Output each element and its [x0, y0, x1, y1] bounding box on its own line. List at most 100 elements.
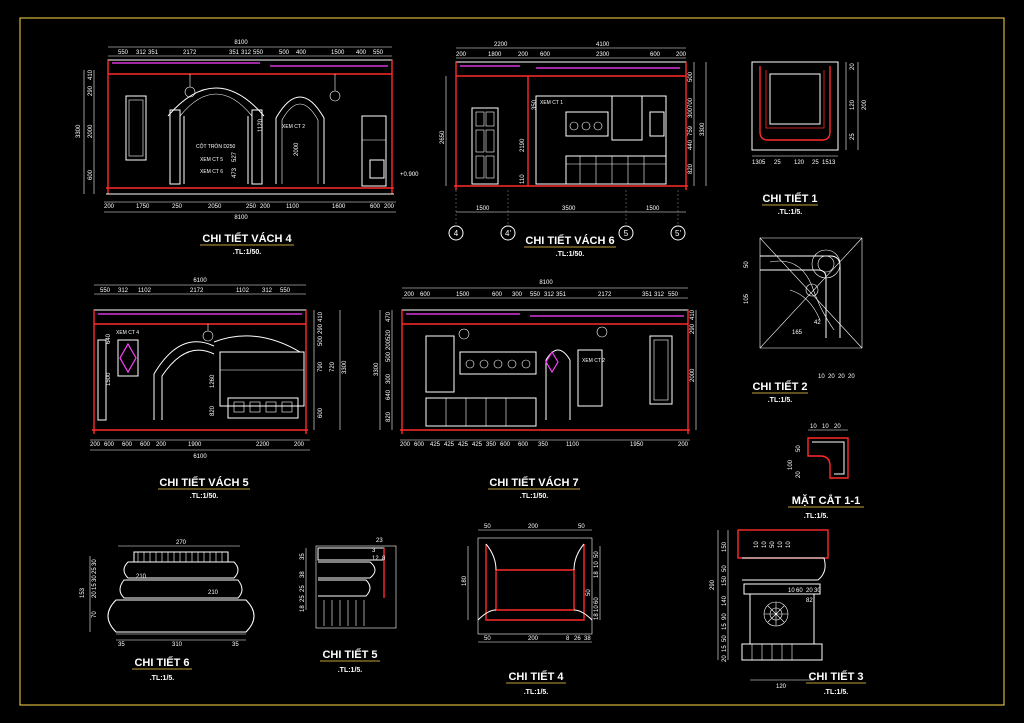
svg-text:550: 550: [530, 292, 541, 298]
svg-text:425: 425: [430, 442, 441, 448]
svg-text:200: 200: [678, 442, 689, 448]
svg-text:350: 350: [486, 442, 497, 448]
svg-text:35: 35: [118, 642, 125, 648]
svg-text:105: 105: [744, 293, 750, 304]
svg-text:30: 30: [92, 575, 98, 582]
svg-text:1100: 1100: [566, 442, 580, 448]
svg-text:312: 312: [241, 50, 252, 56]
svg-text:20: 20: [850, 63, 856, 70]
svg-text:1305: 1305: [752, 160, 766, 166]
svg-text:440: 440: [688, 139, 694, 150]
svg-text:140: 140: [722, 595, 728, 606]
svg-text:50: 50: [744, 261, 750, 268]
svg-text:3500: 3500: [562, 206, 576, 212]
svg-text:1100: 1100: [286, 204, 300, 210]
ct3-title: CHI TIẾT 3: [808, 670, 863, 683]
vach6-grid-axes: 4 4' 5 5': [448, 190, 686, 241]
ct1-title: CHI TIẾT 1: [762, 192, 817, 205]
svg-text:10: 10: [810, 424, 817, 430]
svg-text:500: 500: [318, 335, 324, 346]
svg-text:1500: 1500: [331, 50, 345, 56]
svg-text:38: 38: [584, 636, 591, 642]
svg-text:2190: 2190: [520, 138, 526, 152]
svg-text:1102: 1102: [138, 288, 152, 294]
svg-text:290: 290: [318, 323, 324, 334]
svg-text:600: 600: [104, 442, 115, 448]
svg-text:6100: 6100: [193, 278, 207, 284]
svg-text:153: 153: [80, 587, 86, 598]
svg-text:8: 8: [382, 556, 386, 562]
svg-text:310: 310: [172, 642, 183, 648]
svg-text:200: 200: [456, 52, 467, 58]
svg-text:35: 35: [300, 553, 306, 560]
svg-text:50: 50: [722, 635, 728, 642]
svg-text:3: 3: [372, 548, 376, 554]
svg-text:50: 50: [770, 541, 776, 548]
svg-text:720: 720: [330, 361, 336, 372]
svg-text:18: 18: [594, 613, 600, 620]
svg-text:1500: 1500: [106, 372, 112, 386]
ct5-title: CHI TIẾT 5: [322, 648, 377, 661]
svg-text:500: 500: [386, 351, 392, 362]
svg-text:550: 550: [668, 292, 679, 298]
svg-text:351: 351: [642, 292, 653, 298]
svg-text:640: 640: [106, 333, 112, 344]
svg-text:312: 312: [654, 292, 665, 298]
svg-text:1600: 1600: [332, 204, 346, 210]
svg-text:50: 50: [796, 445, 802, 452]
svg-text:5: 5: [624, 229, 629, 238]
svg-text:820: 820: [386, 411, 392, 422]
svg-text:60: 60: [594, 597, 600, 604]
svg-text:5': 5': [675, 229, 681, 238]
svg-text:600: 600: [370, 204, 381, 210]
svg-text:50: 50: [578, 524, 585, 530]
svg-text:425: 425: [458, 442, 469, 448]
svg-text:312: 312: [118, 288, 129, 294]
svg-text:2172: 2172: [183, 50, 197, 56]
view-vach-7: 8100 200 600 1500 600 300 550 312 351 21…: [374, 280, 697, 500]
svg-text:700: 700: [688, 97, 694, 108]
svg-text:200: 200: [676, 52, 687, 58]
svg-text:473: 473: [232, 167, 238, 178]
svg-text:600: 600: [140, 442, 151, 448]
svg-text:200: 200: [156, 442, 167, 448]
svg-text:200: 200: [384, 204, 395, 210]
svg-text:250: 250: [246, 204, 257, 210]
svg-text:6100: 6100: [193, 454, 207, 460]
svg-text:35: 35: [232, 642, 239, 648]
svg-text:300: 300: [512, 292, 523, 298]
svg-text:200: 200: [400, 442, 411, 448]
svg-text:30: 30: [814, 588, 821, 594]
svg-text:2000: 2000: [690, 368, 696, 382]
vach7-title: CHI TIẾT VÁCH 7: [489, 476, 578, 489]
svg-text:3300: 3300: [76, 124, 82, 138]
svg-text:350: 350: [532, 99, 538, 110]
svg-text:210: 210: [136, 574, 147, 580]
vach4-note-ct5: XEM CT 5: [200, 157, 223, 163]
vach7-scale: .TL:1/50.: [520, 493, 548, 500]
svg-text:1260: 1260: [210, 374, 216, 388]
svg-text:25: 25: [774, 160, 781, 166]
svg-text:600: 600: [122, 442, 133, 448]
svg-text:600: 600: [414, 442, 425, 448]
svg-text:70: 70: [92, 611, 98, 618]
svg-text:200: 200: [404, 292, 415, 298]
ct2-title: CHI TIẾT 2: [752, 380, 807, 393]
svg-text:1800: 1800: [488, 52, 502, 58]
svg-text:20: 20: [834, 424, 841, 430]
svg-text:50: 50: [484, 524, 491, 530]
svg-text:250: 250: [172, 204, 183, 210]
svg-text:300: 300: [386, 373, 392, 384]
svg-text:820: 820: [688, 163, 694, 174]
svg-text:18: 18: [300, 605, 306, 612]
svg-text:100: 100: [788, 459, 794, 470]
svg-text:15: 15: [92, 583, 98, 590]
ct5-scale: .TL:1/5.: [338, 667, 363, 674]
svg-text:2000: 2000: [294, 142, 300, 156]
svg-text:200: 200: [518, 52, 529, 58]
vach5-scale: .TL:1/50.: [190, 493, 218, 500]
svg-text:23: 23: [376, 538, 383, 544]
svg-text:351: 351: [229, 50, 240, 56]
ct3-scale: .TL:1/5.: [824, 689, 849, 696]
svg-text:550: 550: [118, 50, 129, 56]
